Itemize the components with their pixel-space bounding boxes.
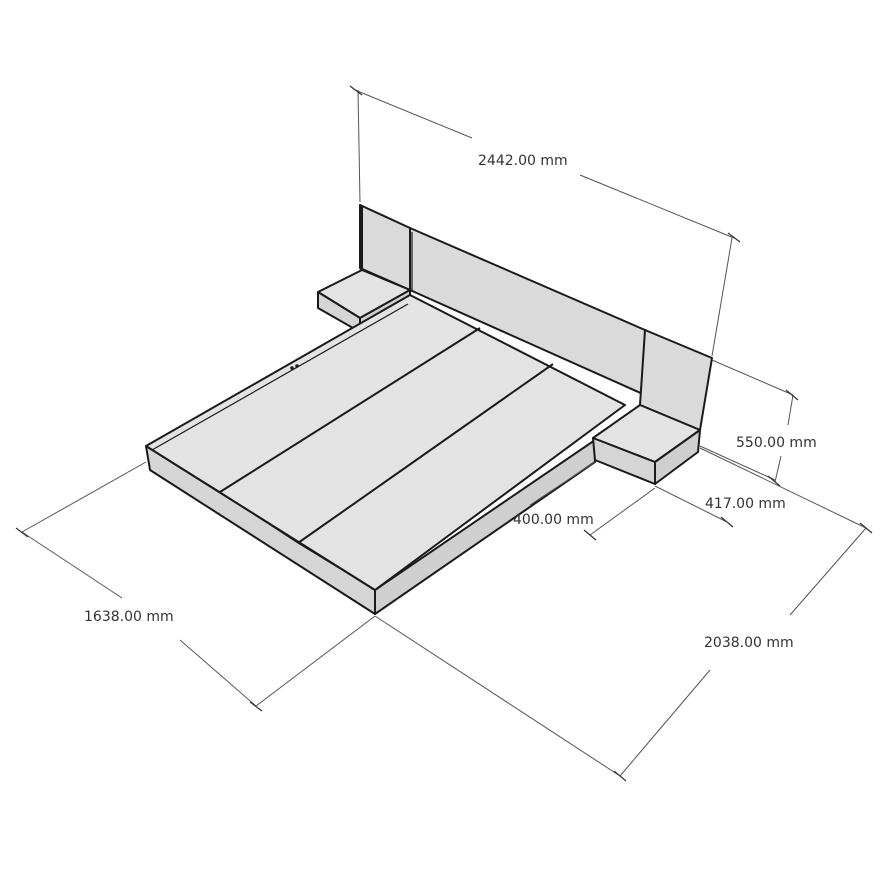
dim-nightstand-depth	[654, 485, 734, 528]
mattress-top	[145, 294, 626, 591]
dim-label-nightstand-depth: 417.00 mm	[705, 496, 786, 512]
dim-label-headboard-width: 2442.00 mm	[478, 153, 568, 169]
dim-nightstand-width	[529, 461, 656, 541]
dimension-labels: 2442.00 mm 550.00 mm 417.00 mm 400.00 mm…	[84, 153, 817, 651]
dim-headboard-height	[699, 359, 799, 487]
dim-label-headboard-height: 550.00 mm	[736, 435, 817, 451]
dim-bed-length	[374, 447, 873, 782]
right-nightstand	[592, 404, 701, 485]
dim-headboard-width	[349, 85, 741, 357]
dim-label-bed-length: 2038.00 mm	[704, 635, 794, 651]
dim-bed-width	[15, 461, 376, 712]
dim-label-bed-width: 1638.00 mm	[84, 609, 174, 625]
dim-label-nightstand-width: 400.00 mm	[513, 512, 594, 528]
dimension-lines	[15, 85, 873, 782]
bed-drawing	[145, 204, 713, 615]
